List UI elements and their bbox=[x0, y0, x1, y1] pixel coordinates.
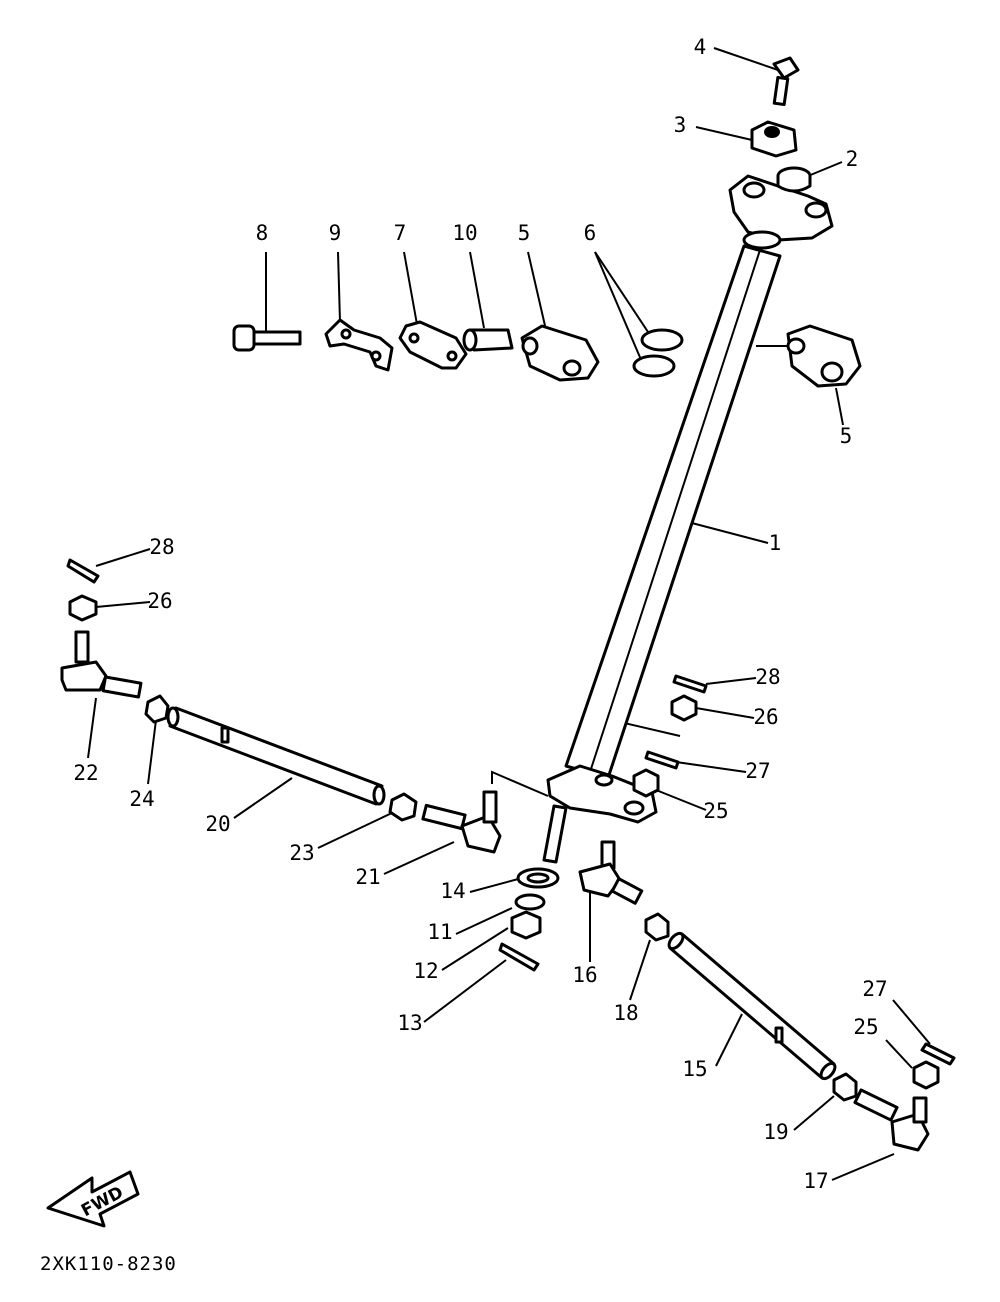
part-14-bearing bbox=[516, 867, 560, 889]
callout-21: 21 bbox=[355, 865, 380, 889]
callout-28: 28 bbox=[149, 535, 174, 559]
part-5-clamp-right bbox=[786, 324, 862, 388]
part-26-nut-left bbox=[68, 594, 98, 622]
part-4-bolt bbox=[772, 56, 800, 107]
callout-13: 13 bbox=[397, 1011, 422, 1035]
part-6-washers bbox=[632, 328, 684, 378]
callout-22: 22 bbox=[73, 761, 98, 785]
callout-18: 18 bbox=[613, 1001, 638, 1025]
fwd-arrow-icon: FWD bbox=[46, 1170, 140, 1228]
callout-14: 14 bbox=[440, 879, 465, 903]
part-10-collar bbox=[462, 328, 514, 352]
callout-20: 20 bbox=[205, 812, 230, 836]
callout-5: 5 bbox=[518, 221, 531, 245]
callout-10: 10 bbox=[452, 221, 477, 245]
upper-bracket bbox=[728, 174, 834, 250]
part-27-cotter-pin-lower bbox=[920, 1042, 956, 1066]
callout-6: 6 bbox=[584, 221, 597, 245]
callout-16: 16 bbox=[572, 963, 597, 987]
part-9-plate bbox=[324, 318, 394, 372]
part-25-nut-upper bbox=[632, 768, 660, 798]
part-7-plate bbox=[398, 320, 468, 370]
steering-column-shaft bbox=[564, 244, 782, 780]
callout-9: 9 bbox=[329, 221, 342, 245]
callout-15: 15 bbox=[682, 1057, 707, 1081]
callout-28: 28 bbox=[755, 665, 780, 689]
part-20-tie-rod bbox=[166, 706, 386, 806]
callout-2: 2 bbox=[846, 147, 859, 171]
part-23-nut bbox=[388, 792, 418, 822]
callout-4: 4 bbox=[694, 35, 707, 59]
part-22-tie-rod-end bbox=[60, 630, 143, 699]
callout-3: 3 bbox=[674, 113, 687, 137]
part-19-nut bbox=[832, 1072, 858, 1102]
diagram-code: 2XK110-8230 bbox=[40, 1253, 177, 1275]
callout-24: 24 bbox=[129, 787, 154, 811]
part-24-nut bbox=[144, 694, 170, 724]
part-27-cotter-pin-upper bbox=[644, 750, 680, 770]
part-25-nut-lower bbox=[912, 1060, 940, 1090]
callout-26: 26 bbox=[147, 589, 172, 613]
callout-7: 7 bbox=[394, 221, 407, 245]
part-28-cotter-pin-left bbox=[66, 558, 100, 584]
callout-27: 27 bbox=[745, 759, 770, 783]
callout-19: 19 bbox=[763, 1120, 788, 1144]
callout-1: 1 bbox=[769, 531, 782, 555]
leader-lines bbox=[87, 47, 931, 1181]
callout-25: 25 bbox=[853, 1015, 878, 1039]
callout-26: 26 bbox=[753, 705, 778, 729]
part-11-washer bbox=[514, 893, 546, 911]
pitman-arm bbox=[542, 764, 658, 864]
callout-27: 27 bbox=[862, 977, 887, 1001]
part-15-tie-rod bbox=[667, 931, 837, 1081]
part-21-tie-rod-end bbox=[421, 790, 502, 854]
callout-23: 23 bbox=[289, 841, 314, 865]
part-18-nut bbox=[644, 912, 670, 942]
part-12-nut bbox=[510, 910, 542, 940]
callout-5: 5 bbox=[840, 424, 853, 448]
callout-17: 17 bbox=[803, 1169, 828, 1193]
part-3-clamp bbox=[750, 120, 798, 158]
part-5-clamp-left bbox=[520, 324, 600, 382]
part-16-tie-rod-end bbox=[578, 840, 644, 905]
part-8-bolt bbox=[232, 324, 302, 352]
part-28-cotter-pin-right bbox=[672, 674, 708, 694]
part-2-cap bbox=[776, 166, 812, 193]
part-26-nut-right bbox=[670, 694, 698, 722]
callout-8: 8 bbox=[256, 221, 269, 245]
part-17-tie-rod-end bbox=[853, 1088, 930, 1152]
callout-25: 25 bbox=[703, 799, 728, 823]
part-13-cotter-pin bbox=[498, 942, 540, 972]
callout-11: 11 bbox=[427, 920, 452, 944]
callout-12: 12 bbox=[413, 959, 438, 983]
